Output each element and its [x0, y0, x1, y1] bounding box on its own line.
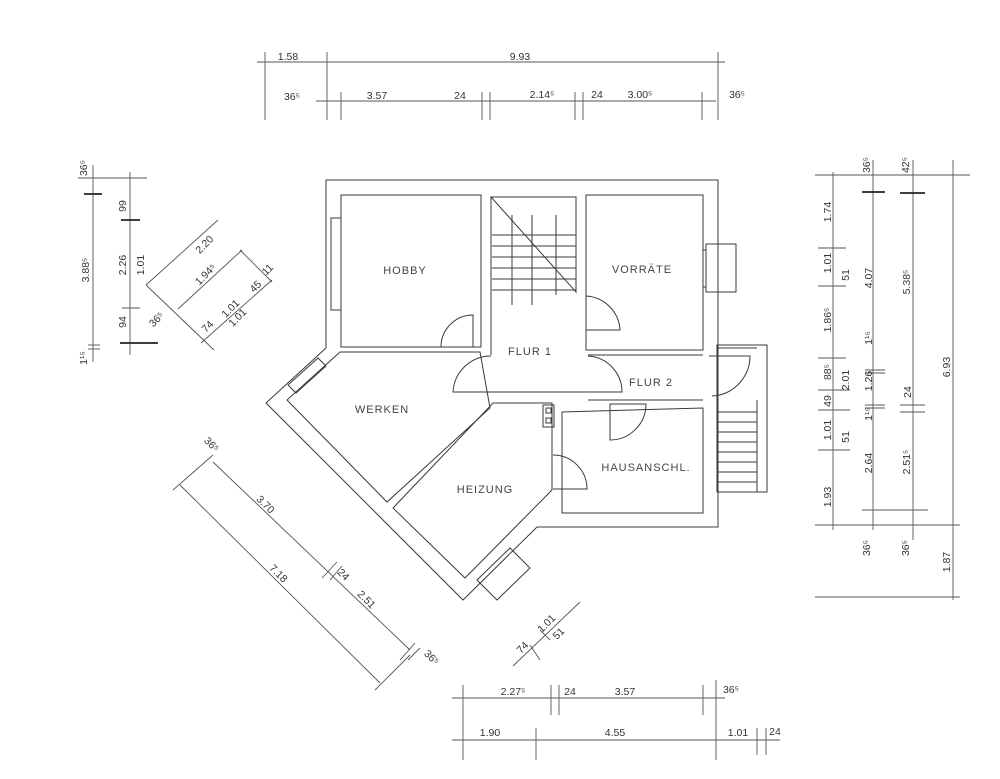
- door-arcs: [440, 295, 751, 490]
- label-flur2: FLUR 2: [629, 377, 673, 389]
- stair-steps: [492, 215, 757, 483]
- dimension-label-bottom-row1-0: 2.27⁵: [501, 686, 526, 698]
- dimension-labels: 1.58 9.93 36⁵ 3.57 24 2.14⁵ 24 3.00⁵ 36⁵ 36⁵ 3.88⁵…: [78, 51, 953, 739]
- room-vorraete: [585, 194, 704, 351]
- dimension-label-right-col3-1: 4.07: [863, 268, 875, 289]
- dimension-label-right-col1-6: 1.93: [822, 487, 834, 508]
- door-vorraete: [585, 295, 621, 331]
- door-hobby: [440, 314, 474, 348]
- dimension-label-right-col1-3: 88⁵: [822, 364, 834, 380]
- vorraete-window: [705, 243, 737, 293]
- door-hausanschl: [609, 403, 647, 441]
- door-heizung: [552, 454, 588, 490]
- dimension-label-right-col1-4: 49: [822, 395, 834, 407]
- dimension-label-right-col3-3: 1.26: [863, 371, 875, 392]
- dimension-label-left-diagonal-3: 74: [199, 318, 216, 335]
- dimension-label-left-vertical-6: 94: [117, 316, 129, 328]
- label-werken: WERKEN: [355, 404, 409, 416]
- building-outline: [265, 179, 768, 601]
- dimension-label-bottom-left-diagonal-0: 36⁵: [201, 435, 221, 455]
- dimension-label-top-detail-2: 24: [454, 90, 466, 102]
- room-werken: [286, 351, 491, 503]
- dimension-label-bottom-row1-2: 3.57: [615, 686, 636, 698]
- dimension-label-right-col5-1: 1.87: [941, 552, 953, 573]
- dimension-label-left-diagonal-2: 36⁵: [147, 310, 167, 330]
- dimension-label-left-vertical-1: 3.88⁵: [80, 258, 92, 283]
- room-heizung: [392, 402, 553, 579]
- chimney: [542, 404, 555, 428]
- label-hausanschl: HAUSANSCHL.: [601, 462, 690, 474]
- dimension-label-bottom-row2-3: 24: [769, 726, 781, 738]
- dimension-label-right-col3-0: 36⁵: [861, 157, 873, 173]
- dimension-label-right-col3-6: 36⁵: [861, 540, 873, 556]
- heizung-window: [476, 547, 531, 601]
- dimension-label-top-overall-0: 1.58: [278, 51, 299, 63]
- dimension-label-bottom-row1-1: 24: [564, 686, 576, 698]
- dimension-label-bottom-row2-0: 1.90: [480, 727, 501, 739]
- dimension-label-right-col5-0: 6.93: [941, 357, 953, 378]
- dimension-label-top-detail-3: 2.14⁵: [530, 89, 555, 101]
- door-flur1-west: [452, 355, 492, 393]
- door-flur1-east: [587, 355, 623, 393]
- dimension-label-right-col1-2: 1.86⁵: [822, 308, 834, 333]
- dimension-label-bottom-small-diagonal-0: 74: [514, 639, 531, 656]
- dimension-label-right-col2-2: 51: [840, 431, 852, 443]
- dimension-label-right-col4-4: 36⁵: [900, 540, 912, 556]
- dimension-lines: [78, 52, 970, 760]
- label-heizung: HEIZUNG: [457, 484, 514, 496]
- dimension-label-right-col1-5: 1.01: [822, 420, 834, 441]
- dimension-label-right-col2-0: 51: [840, 269, 852, 281]
- dimension-label-left-diagonal-6: 45: [247, 278, 264, 295]
- dimension-label-bottom-row1-3: 36⁵: [723, 684, 739, 696]
- dimension-label-right-col2-1: 2.01: [840, 370, 852, 391]
- dimension-label-left-vertical-4: 2.26: [117, 255, 129, 276]
- dimension-label-left-diagonal-0: 2.20: [193, 233, 216, 256]
- stair-area: [489, 196, 577, 294]
- dimension-label-right-col3-2: 1¹⁵: [863, 331, 875, 345]
- dimension-label-left-vertical-5: 1.01: [135, 255, 147, 276]
- label-vorraete: VORRÄTE: [612, 264, 672, 276]
- dimension-label-right-col1-1: 1.01: [822, 253, 834, 274]
- dimension-label-right-col4-1: 5.38⁵: [901, 270, 913, 295]
- dimension-label-left-vertical-2: 1¹⁵: [78, 351, 90, 365]
- dimension-label-bottom-left-diagonal-4: 7.18: [267, 562, 290, 585]
- hobby-window: [330, 217, 342, 311]
- dimension-label-left-vertical-0: 36⁵: [78, 160, 90, 176]
- label-flur1: FLUR 1: [508, 346, 552, 358]
- door-outside: [709, 355, 751, 397]
- dimension-label-right-col3-4: 1¹⁵: [863, 407, 875, 421]
- dimension-label-right-col4-2: 24: [902, 386, 914, 398]
- dimension-label-bottom-row2-1: 4.55: [605, 727, 626, 739]
- outside-stair: [716, 344, 768, 493]
- dimension-label-top-overall-1: 9.93: [510, 51, 531, 63]
- dimension-label-left-vertical-3: 99: [117, 200, 129, 212]
- dimension-label-top-detail-6: 36⁵: [729, 89, 745, 101]
- dimension-label-right-col4-0: 42⁵: [900, 157, 912, 173]
- dimension-label-right-col4-3: 2.51⁵: [901, 450, 913, 475]
- label-hobby: HOBBY: [383, 265, 427, 277]
- dimension-label-bottom-left-diagonal-5: 36⁵: [421, 648, 441, 668]
- dimension-label-bottom-left-diagonal-3: 2.51: [355, 588, 378, 611]
- room-labels: HOBBY VORRÄTE FLUR 1 FLUR 2 WERKEN HEIZU…: [355, 264, 690, 496]
- dimension-label-left-diagonal-7: 11: [260, 262, 276, 278]
- dimension-label-right-col3-5: 2.64: [863, 453, 875, 474]
- dimension-label-top-detail-0: 36⁵: [284, 91, 300, 103]
- dimension-label-bottom-left-diagonal-1: 3.70: [254, 493, 277, 516]
- dimension-label-bottom-row2-2: 1.01: [728, 727, 749, 739]
- dimension-label-top-detail-1: 3.57: [367, 90, 388, 102]
- dimension-label-top-detail-4: 24: [591, 89, 603, 101]
- dimension-label-top-detail-5: 3.00⁵: [628, 89, 653, 101]
- dimension-label-right-col1-0: 1.74: [822, 202, 834, 223]
- werken-window: [287, 357, 327, 394]
- room-hausanschl: [561, 407, 704, 514]
